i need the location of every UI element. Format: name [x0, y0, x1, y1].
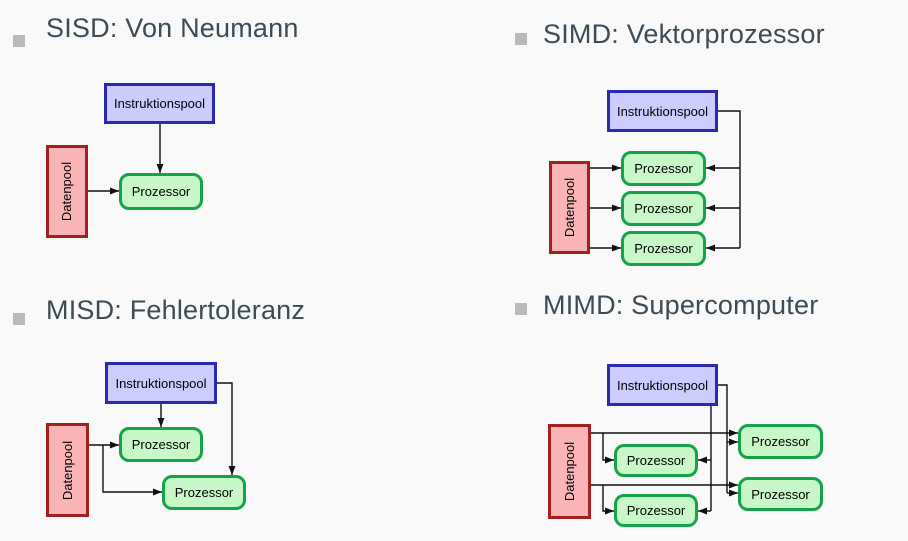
processor-label: Prozessor [751, 434, 810, 449]
bullet-square-icon [13, 313, 25, 325]
processor-label: Prozessor [174, 485, 234, 500]
wire-instruction-feed-outer [718, 384, 728, 493]
processor-box-mid-1: Prozessor [614, 444, 698, 477]
instruction-pool-label: Instruktionspool [616, 103, 709, 119]
panel-title-sisd: SISD: Von Neumann [46, 13, 299, 43]
panel-title-simd: SIMD: Vektorprozessor [543, 19, 825, 49]
arrow-instruction-to-processor-2 [217, 382, 236, 475]
data-pool-box: Datenpool [46, 423, 89, 517]
bullet-square-icon [515, 303, 527, 315]
arrow-data-to-mid-processor-1 [602, 433, 614, 464]
processor-box-2: Prozessor [621, 191, 706, 226]
instruction-pool-box: Instruktionspool [105, 362, 217, 404]
instruction-pool-box: Instruktionspool [104, 83, 215, 124]
processor-box: Prozessor [119, 173, 203, 210]
instruction-pool-box: Instruktionspool [607, 90, 718, 132]
processor-box-right-2: Prozessor [738, 477, 823, 511]
panel-sisd: SISD: Von Neumann Instruktionspool Daten… [0, 0, 454, 271]
processor-label: Prozessor [634, 161, 693, 176]
instruction-pool-label: Instruktionspool [113, 96, 206, 111]
data-pool-label: Datenpool [562, 441, 577, 502]
data-pool-box: Datenpool [46, 145, 88, 238]
data-pool-label: Datenpool [60, 440, 75, 500]
bullet-square-icon [515, 33, 527, 45]
panel-title-mimd: MIMD: Supercomputer [543, 290, 819, 320]
bullet-square-icon [13, 35, 25, 47]
panel-mimd: MIMD: Supercomputer Instruktionspool Dat… [454, 270, 908, 541]
instruction-pool-label: Instruktionspool [616, 377, 709, 393]
processor-label: Prozessor [634, 201, 693, 216]
data-pool-label: Datenpool [562, 177, 577, 238]
instruction-pool-label: Instruktionspool [115, 375, 207, 391]
data-pool-box: Datenpool [548, 424, 591, 519]
arrow-data-to-mid-processor-2 [602, 485, 614, 515]
panel-simd: SIMD: Vektorprozessor Instruktionspool D… [454, 0, 908, 271]
processor-label: Prozessor [626, 503, 686, 518]
processor-box-1: Prozessor [119, 427, 203, 462]
processor-label: Prozessor [131, 437, 191, 452]
processor-box-1: Prozessor [621, 151, 706, 186]
processor-label: Prozessor [626, 453, 686, 468]
panel-misd: MISD: Fehlertoleranz Instruktionspool Da… [0, 270, 454, 541]
processor-box-mid-2: Prozessor [614, 494, 698, 527]
data-pool-box: Datenpool [549, 161, 590, 254]
instruction-pool-box: Instruktionspool [607, 364, 718, 406]
processor-box-2: Prozessor [162, 475, 246, 510]
processor-label: Prozessor [634, 241, 693, 256]
processor-box-3: Prozessor [621, 231, 706, 266]
processor-label: Prozessor [751, 486, 810, 502]
panel-title-misd: MISD: Fehlertoleranz [46, 295, 306, 325]
wire-instruction-feed [718, 110, 741, 248]
processor-label: Prozessor [131, 184, 191, 199]
processor-box-right-1: Prozessor [738, 424, 823, 459]
data-pool-label: Datenpool [59, 161, 75, 222]
